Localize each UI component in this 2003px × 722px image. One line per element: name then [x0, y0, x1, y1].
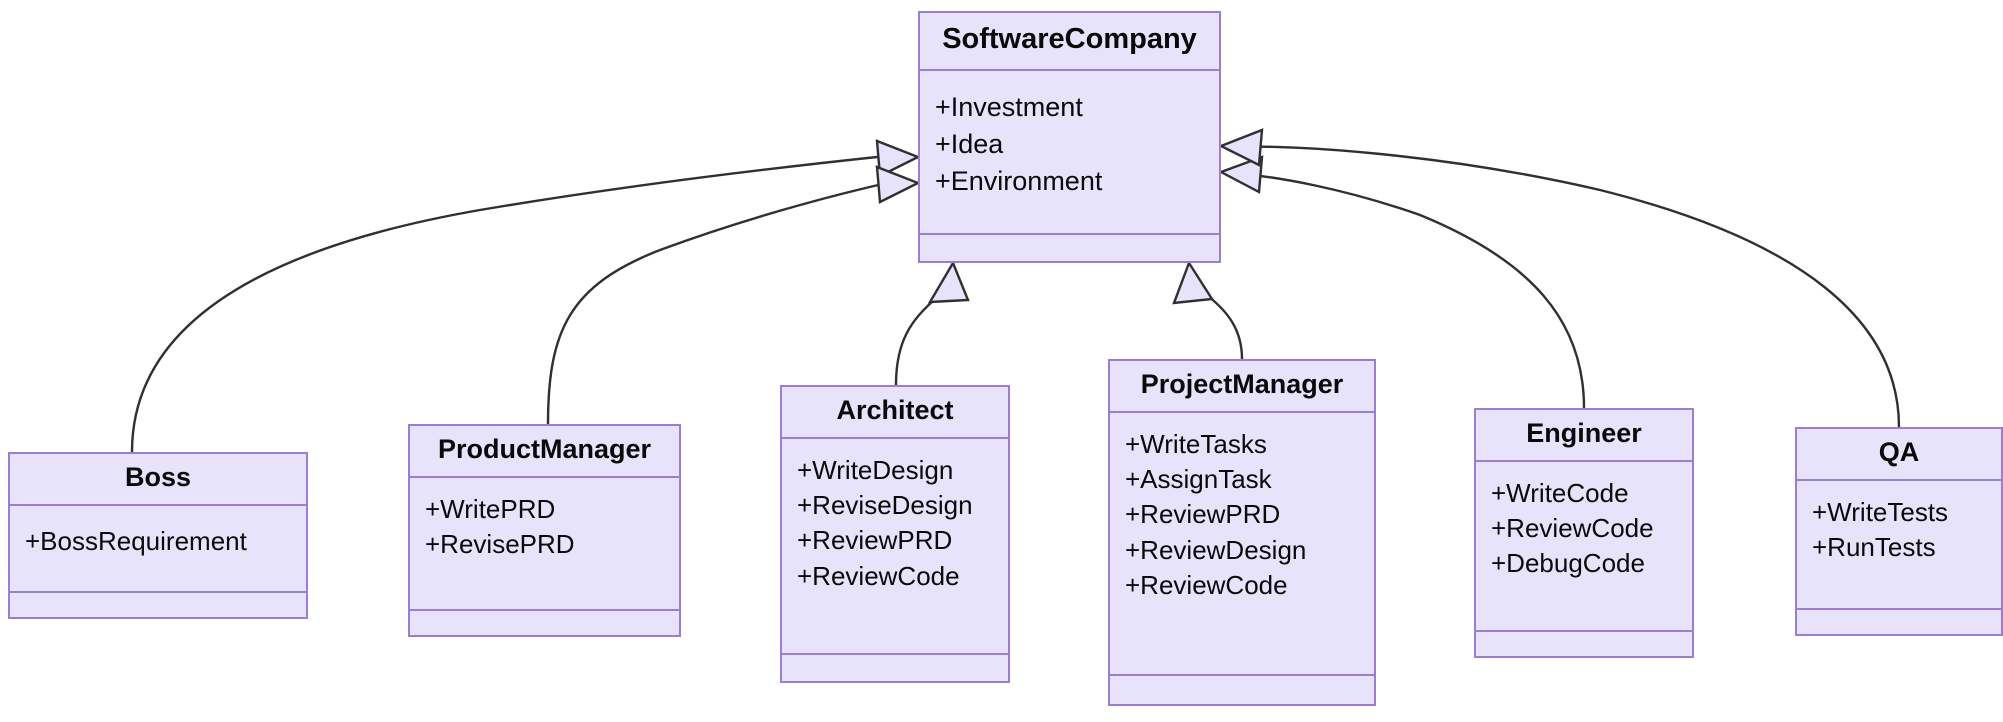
attribute-item: +RunTests — [1812, 532, 1936, 563]
class-title-projectmanager: ProjectManager — [1110, 361, 1374, 413]
attribute-item: +BossRequirement — [25, 525, 247, 556]
attribute-item: +WriteTests — [1812, 496, 1949, 527]
attribute-item: +ReviewCode — [1125, 570, 1288, 601]
class-box-projectmanager[interactable]: ProjectManager +WriteTasks +AssignTask +… — [1108, 359, 1376, 706]
attribute-item: +ReviewDesign — [1125, 534, 1307, 565]
edge-projectmanager-to-softwarecompany — [1193, 285, 1244, 360]
attribute-item: +DebugCode — [1491, 548, 1645, 579]
attribute-item: +Environment — [935, 165, 1103, 196]
class-title-boss: Boss — [10, 454, 306, 506]
arrowhead-engineer — [1218, 155, 1264, 194]
arrowhead-boss — [875, 139, 921, 178]
attribute-item: +ReviseDesign — [797, 490, 973, 521]
class-methods-softwarecompany — [920, 235, 1219, 261]
attribute-item: +ReviewPRD — [1125, 499, 1281, 530]
class-attributes-softwarecompany: +Investment +Idea +Environment — [920, 71, 1219, 235]
class-attributes-qa: +WriteTests +RunTests — [1797, 481, 2001, 610]
attribute-item: +ReviewCode — [797, 560, 960, 591]
class-box-qa[interactable]: QA +WriteTests +RunTests — [1795, 427, 2003, 636]
class-methods-productmanager — [410, 611, 679, 635]
class-title-softwarecompany: SoftwareCompany — [920, 13, 1219, 71]
class-attributes-engineer: +WriteCode +ReviewCode +DebugCode — [1476, 462, 1692, 632]
class-methods-projectmanager — [1110, 676, 1374, 704]
class-title-architect: Architect — [782, 387, 1008, 439]
class-attributes-projectmanager: +WriteTasks +AssignTask +ReviewPRD +Revi… — [1110, 413, 1374, 676]
attribute-item: +ReviewCode — [1491, 513, 1654, 544]
class-attributes-productmanager: +WritePRD +RevisePRD — [410, 478, 679, 611]
class-methods-boss — [10, 593, 306, 617]
attribute-item: +AssignTask — [1125, 464, 1272, 495]
class-methods-qa — [1797, 610, 2001, 634]
edge-architect-to-softwarecompany — [894, 287, 951, 386]
class-attributes-architect: +WriteDesign +ReviseDesign +ReviewPRD +R… — [782, 439, 1008, 655]
attribute-item: +WritePRD — [425, 493, 556, 524]
class-title-engineer: Engineer — [1476, 410, 1692, 462]
class-attributes-boss: +BossRequirement — [10, 506, 306, 593]
class-box-engineer[interactable]: Engineer +WriteCode +ReviewCode +DebugCo… — [1474, 408, 1694, 658]
attribute-item: +WriteTasks — [1125, 428, 1267, 459]
arrowhead-qa — [1218, 128, 1264, 167]
arrowhead-productmanager — [875, 165, 921, 204]
class-title-qa: QA — [1797, 429, 2001, 481]
class-box-softwarecompany[interactable]: SoftwareCompany +Investment +Idea +Envir… — [918, 11, 1221, 263]
attribute-item: +RevisePRD — [425, 529, 575, 560]
class-box-productmanager[interactable]: ProductManager +WritePRD +RevisePRD — [408, 424, 681, 637]
arrowhead-architect — [927, 260, 970, 304]
class-methods-architect — [782, 655, 1008, 681]
class-methods-engineer — [1476, 632, 1692, 656]
attribute-item: +Idea — [935, 128, 1004, 159]
attribute-item: +WriteDesign — [797, 454, 954, 485]
class-box-architect[interactable]: Architect +WriteDesign +ReviseDesign +Re… — [780, 385, 1010, 683]
attribute-item: +ReviewPRD — [797, 525, 953, 556]
arrowhead-projectmanager — [1172, 260, 1215, 305]
attribute-item: +WriteCode — [1491, 477, 1629, 508]
attribute-item: +Investment — [935, 91, 1083, 122]
class-box-boss[interactable]: Boss +BossRequirement — [8, 452, 308, 619]
class-title-productmanager: ProductManager — [410, 426, 679, 478]
